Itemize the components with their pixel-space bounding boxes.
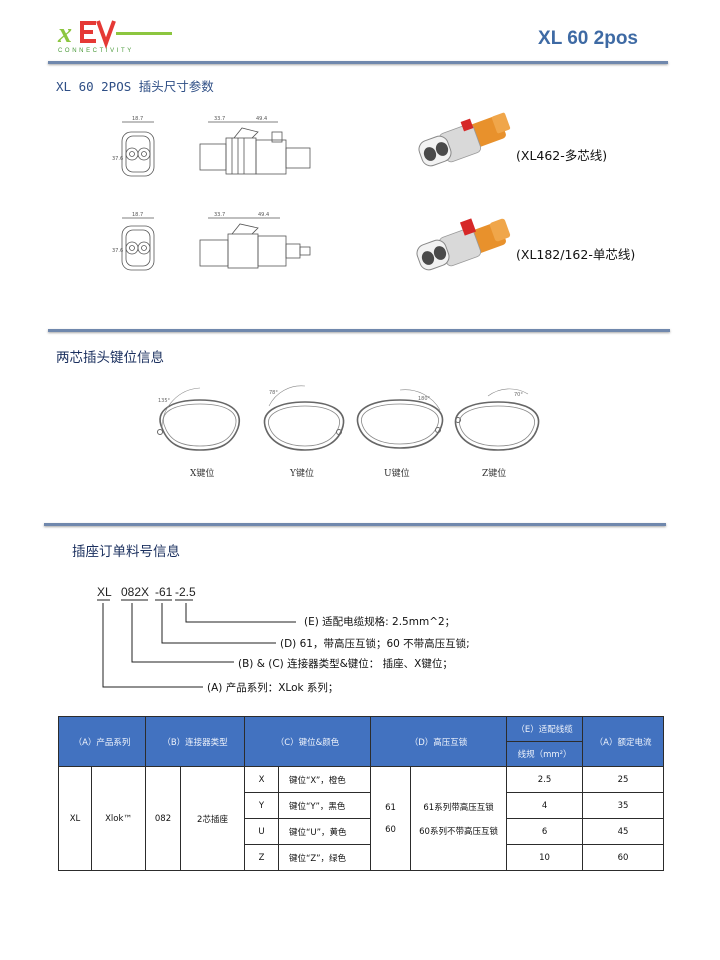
logo-subtitle: CONNECTIVITY <box>58 48 134 54</box>
product-photo-singlecore <box>416 218 511 271</box>
section-divider-2 <box>44 523 666 526</box>
order-table: （A）产品系列 （B）连接器类型 （C）键位&颜色 （D）高压互锁 （E）适配线… <box>57 716 665 871</box>
cell-hvil-codes: 61 60 <box>370 766 412 871</box>
cell-gauge: 6 <box>506 818 584 845</box>
code-part-a: XL <box>97 585 112 599</box>
code-desc-d: (D) 61，带高压互锁；60 不带高压互锁; <box>280 638 470 650</box>
header-current: （A）额定电流 <box>582 716 665 767</box>
section-title-dimensions: XL 60 2POS 插头尺寸参数 <box>56 79 214 94</box>
key-label-z: Z键位 <box>482 469 507 479</box>
svg-text:18.7: 18.7 <box>132 116 143 122</box>
key-diagram-y: 78° <box>263 385 345 451</box>
header-hvil: （D）高压互锁 <box>370 716 508 767</box>
page-title: XL 60 2pos <box>538 28 638 49</box>
svg-text:49.4: 49.4 <box>258 212 269 218</box>
cell-key-color: 键位“U”，黄色 <box>278 818 372 845</box>
svg-text:33.7: 33.7 <box>214 212 225 218</box>
key-label-y: Y键位 <box>290 469 314 479</box>
hvil-code-61: 61 <box>385 802 396 813</box>
section-divider-1 <box>48 329 670 332</box>
cell-key: X <box>244 766 280 793</box>
cell-current: 25 <box>582 766 665 793</box>
table-header-row-1: （A）产品系列 （B）连接器类型 （C）键位&颜色 （D）高压互锁 （E）适配线… <box>57 716 665 767</box>
cell-type-name: 2芯插座 <box>180 766 246 871</box>
table-row: XL Xlok™ 082 2芯插座 X 键位“X”，橙色 61 60 61系列带… <box>58 766 665 871</box>
header-divider <box>48 61 668 64</box>
hvil-desc-60: 60系列不带高压互锁 <box>419 826 498 837</box>
svg-text:x: x <box>57 18 72 49</box>
header-type: （B）连接器类型 <box>145 716 246 767</box>
dimension-drawing-multicore: 18.7 37.6 33.7 49.4 <box>112 116 311 177</box>
key-diagram-u: 180° <box>356 389 444 449</box>
product-caption-singlecore: (XL182/162-单芯线) <box>516 247 636 262</box>
hvil-code-60: 60 <box>385 824 396 835</box>
cell-key: U <box>244 818 280 845</box>
table-row: U 键位“U”，黄色 6 45 <box>59 818 665 845</box>
code-desc-bc: (B) & (C) 连接器类型&键位： 插座、X键位； <box>238 658 453 670</box>
cell-gauge: 4 <box>506 792 584 819</box>
key-diagram-x: 135° <box>157 387 240 451</box>
header-gauge: 线规（mm²） <box>506 741 584 767</box>
key-diagram-z: 70° <box>454 388 540 451</box>
product-photo-multicore <box>418 112 511 167</box>
code-part-d: -2.5 <box>175 585 196 599</box>
header-key-color: （C）键位&颜色 <box>244 716 372 767</box>
cell-series-code: XL <box>58 766 92 871</box>
key-angle-u: 180° <box>418 396 431 402</box>
key-angle-z: 70° <box>514 392 523 398</box>
cell-series-name: Xlok™ <box>90 766 147 871</box>
table-row: Z 键位“Z”，绿色 10 60 <box>59 844 665 871</box>
code-desc-a: (A) 产品系列：XLok 系列； <box>207 682 339 694</box>
cell-current: 35 <box>582 792 665 819</box>
code-part-c: -61 <box>155 585 173 599</box>
product-caption-multicore: (XL462-多芯线) <box>516 148 608 163</box>
cell-key-color: 键位“Y”，黑色 <box>278 792 372 819</box>
svg-text:37.6: 37.6 <box>112 156 123 162</box>
cell-current: 60 <box>582 844 665 871</box>
hvil-desc-61: 61系列带高压互锁 <box>423 802 494 813</box>
brand-logo: x CONNECTIVITY <box>56 14 176 54</box>
cell-key-color: 键位“X”，橙色 <box>278 766 372 793</box>
cell-hvil-desc: 61系列带高压互锁 60系列不带高压互锁 <box>410 766 508 871</box>
key-label-u: U键位 <box>384 469 410 479</box>
key-angle-y: 78° <box>269 390 278 396</box>
cell-current: 45 <box>582 818 665 845</box>
section-title-key-positions: 两芯插头键位信息 <box>56 350 164 366</box>
cell-type-code: 082 <box>145 766 182 871</box>
header-series: （A）产品系列 <box>57 716 147 767</box>
dimension-drawing-singlecore: 18.7 37.6 33.7 49.4 <box>112 212 311 271</box>
svg-text:33.7: 33.7 <box>214 116 225 122</box>
section-title-order-code: 插座订单料号信息 <box>72 544 180 560</box>
cell-gauge: 10 <box>506 844 584 871</box>
code-part-b: 082X <box>121 585 150 599</box>
code-desc-e: (E) 适配电缆规格: 2.5mm^2； <box>304 616 456 628</box>
header-cable: （E）适配线缆 <box>506 716 584 742</box>
cell-gauge: 2.5 <box>506 766 584 793</box>
cell-key-color: 键位“Z”，绿色 <box>278 844 372 871</box>
svg-text:37.6: 37.6 <box>112 248 123 254</box>
cell-key: Y <box>244 792 280 819</box>
svg-text:18.7: 18.7 <box>132 212 143 218</box>
key-angle-x: 135° <box>158 398 171 404</box>
svg-text:49.4: 49.4 <box>256 116 267 122</box>
cell-key: Z <box>244 844 280 871</box>
key-label-x: X键位 <box>190 469 215 479</box>
